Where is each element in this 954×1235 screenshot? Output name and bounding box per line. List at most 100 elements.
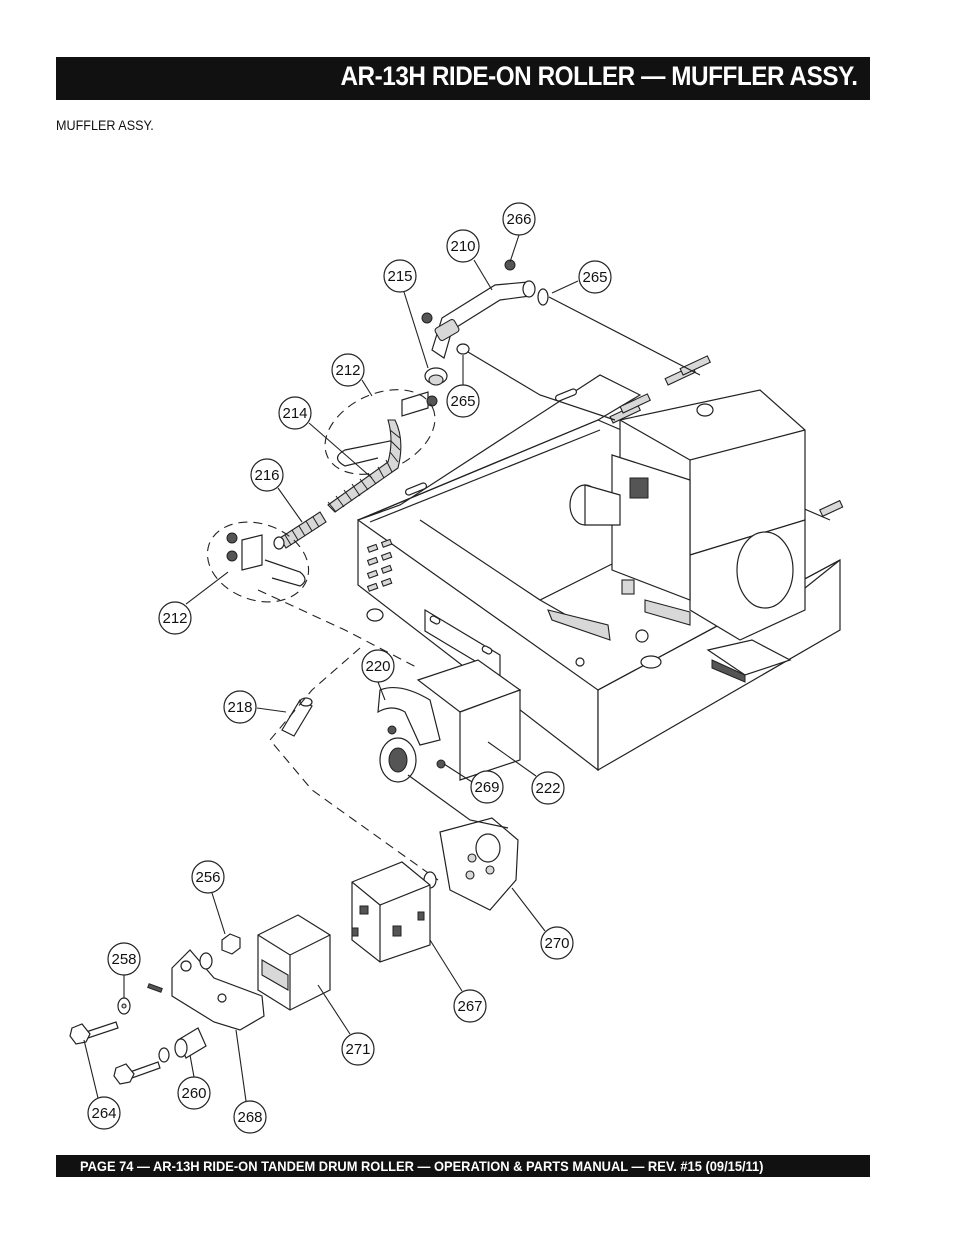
callout-number: 266 bbox=[506, 211, 531, 228]
callout-212: 212 bbox=[158, 571, 229, 635]
vent-slots bbox=[366, 538, 393, 622]
callout-258: 258 bbox=[107, 942, 141, 998]
callout-balloon bbox=[361, 649, 395, 683]
callout-balloon bbox=[331, 353, 365, 387]
callout-269: 269 bbox=[443, 763, 504, 804]
callout-leader-line bbox=[443, 763, 473, 783]
callout-number: 218 bbox=[227, 699, 252, 716]
callout-216: 216 bbox=[250, 458, 303, 523]
callout-210: 210 bbox=[446, 229, 493, 291]
callout-leader-line bbox=[377, 681, 386, 701]
part-212-u-bolt-upper bbox=[336, 439, 396, 467]
callout-balloon bbox=[578, 260, 612, 294]
exhaust-route-dashed-upper bbox=[257, 589, 419, 669]
callout-number: 215 bbox=[387, 268, 412, 285]
callout-balloon bbox=[446, 384, 480, 418]
callout-balloon bbox=[191, 860, 225, 894]
callout-214: 214 bbox=[278, 396, 373, 479]
callout-265: 265 bbox=[446, 355, 480, 418]
part-267-muffler bbox=[351, 861, 431, 963]
part-220-exhaust-elbow bbox=[377, 687, 446, 783]
callout-267: 267 bbox=[429, 939, 487, 1023]
section-subtitle: MUFFLER ASSY. bbox=[56, 117, 154, 133]
callout-270: 270 bbox=[511, 887, 574, 960]
callout-balloon bbox=[158, 601, 192, 635]
callout-leader-line bbox=[83, 1039, 99, 1099]
callout-number: 220 bbox=[365, 658, 390, 675]
callout-number: 260 bbox=[181, 1085, 206, 1102]
callout-leader-line bbox=[487, 741, 537, 777]
part-214-flex-pipe bbox=[327, 419, 402, 513]
callout-balloon bbox=[223, 690, 257, 724]
callout-leader-line bbox=[403, 291, 429, 369]
callout-number: 265 bbox=[582, 269, 607, 286]
callout-number: 222 bbox=[535, 780, 560, 797]
callout-balloon bbox=[107, 942, 141, 976]
part-265-gasket-upper bbox=[537, 288, 549, 306]
callout-leader-line bbox=[308, 422, 373, 479]
callout-218: 218 bbox=[223, 690, 287, 724]
callout-balloon bbox=[470, 770, 504, 804]
part-256-nut bbox=[199, 933, 241, 970]
callout-leader-line bbox=[256, 707, 287, 713]
callout-number: 216 bbox=[254, 467, 279, 484]
leader-270-link bbox=[407, 774, 509, 829]
callout-number: 212 bbox=[335, 362, 360, 379]
callout-number: 268 bbox=[237, 1109, 262, 1126]
callout-leader-line bbox=[235, 1029, 247, 1102]
callout-265: 265 bbox=[551, 260, 612, 294]
callout-leader-line bbox=[473, 259, 493, 291]
callout-leader-line bbox=[361, 379, 373, 397]
callout-balloon bbox=[540, 926, 574, 960]
part-222-heat-shield bbox=[416, 659, 522, 781]
part-218-tube bbox=[281, 697, 313, 737]
callout-leader-line bbox=[429, 939, 463, 992]
callout-balloon bbox=[453, 989, 487, 1023]
part-265-gasket-lower bbox=[456, 343, 470, 355]
leader-265-lower-to-engine bbox=[467, 351, 616, 421]
callout-256: 256 bbox=[191, 860, 226, 935]
callout-number: 210 bbox=[450, 238, 475, 255]
callout-number: 264 bbox=[91, 1105, 116, 1122]
callout-balloon bbox=[531, 771, 565, 805]
callout-leader-line bbox=[185, 571, 229, 605]
callout-264: 264 bbox=[83, 1039, 121, 1130]
part-271-muffler-bracket bbox=[257, 914, 359, 1011]
callout-271: 271 bbox=[317, 984, 375, 1066]
callout-balloon bbox=[278, 396, 312, 430]
callout-number: 269 bbox=[474, 779, 499, 796]
callout-number: 270 bbox=[544, 935, 569, 952]
callout-number: 214 bbox=[282, 405, 307, 422]
callout-leader-line bbox=[277, 487, 303, 523]
callout-260: 260 bbox=[177, 1054, 211, 1110]
callout-leader-line bbox=[211, 892, 226, 935]
callout-balloon bbox=[383, 259, 417, 293]
callout-leader-line bbox=[551, 280, 579, 294]
callout-212: 212 bbox=[331, 353, 373, 397]
callout-balloon bbox=[341, 1032, 375, 1066]
part-212-group-lower-outline bbox=[206, 521, 310, 603]
callout-leader-line bbox=[189, 1054, 195, 1078]
callout-number: 256 bbox=[195, 869, 220, 886]
part-212-clamp-lower bbox=[226, 532, 306, 587]
callout-268: 268 bbox=[233, 1029, 267, 1134]
footer-text: PAGE 74 — AR-13H RIDE-ON TANDEM DRUM ROL… bbox=[80, 1158, 764, 1174]
callout-balloon bbox=[502, 202, 536, 236]
callout-labels: 266 210 265 215 212 265 214 216 212 220 218 269 222 2… bbox=[83, 202, 612, 1134]
callout-leader-line bbox=[509, 234, 520, 263]
callout-220: 220 bbox=[361, 649, 395, 701]
callout-balloon bbox=[446, 229, 480, 263]
callout-number: 212 bbox=[162, 610, 187, 627]
exhaust-route-dashed-mid bbox=[269, 647, 439, 881]
footer-bar: PAGE 74 — AR-13H RIDE-ON TANDEM DRUM ROL… bbox=[56, 1155, 870, 1177]
part-268-mounting-bracket bbox=[147, 949, 265, 1031]
leader-265-upper-to-engine bbox=[548, 296, 701, 376]
part-210-exhaust-pipe bbox=[421, 259, 536, 359]
part-215-hose-clamp bbox=[401, 367, 448, 417]
part-270-muffler-guard bbox=[423, 817, 519, 911]
callout-215: 215 bbox=[383, 259, 429, 369]
callout-balloon bbox=[250, 458, 284, 492]
callout-balloon bbox=[177, 1076, 211, 1110]
callout-leader-line bbox=[511, 887, 546, 932]
